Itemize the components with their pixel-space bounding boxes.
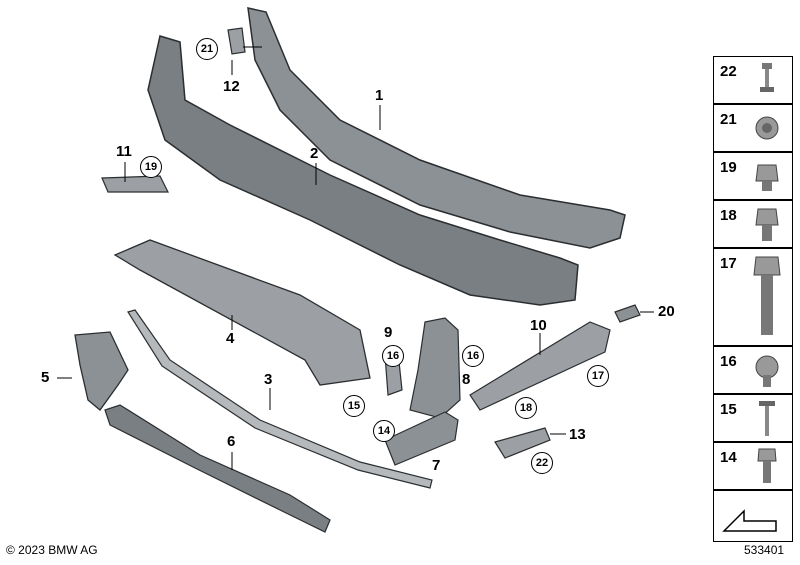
part-4-cross-member [113, 239, 371, 386]
label-7: 7 [432, 457, 441, 474]
part-6-lower-strip [104, 404, 331, 533]
bolt-icon [753, 256, 781, 335]
label-5: 5 [41, 369, 50, 386]
part-10-rail [469, 321, 611, 411]
leader-lines [57, 46, 654, 470]
circle-label-21: 21 [196, 38, 218, 60]
legend-cell-view-arrow [713, 490, 793, 542]
label-8: 8 [462, 371, 471, 388]
part-2-impact-absorber [147, 35, 579, 306]
legend-cell-15: 15 [713, 394, 793, 442]
label-11: 11 [116, 143, 132, 160]
legend-cell-18: 18 [713, 200, 793, 248]
legend-cell-21: 21 [713, 104, 793, 152]
part-8-bracket [409, 317, 461, 419]
part-12-clip [227, 27, 246, 55]
label-9: 9 [384, 324, 393, 341]
label-1: 1 [375, 87, 384, 104]
rivet-icon [759, 401, 775, 436]
bolt-icon [760, 63, 774, 92]
label-10: 10 [530, 317, 547, 334]
bolt-icon [755, 355, 779, 387]
circle-label-14: 14 [373, 420, 395, 442]
legend-cell-22: 22 [713, 56, 793, 104]
bolt-icon [755, 164, 779, 191]
copyright: © 2023 BMW AG [6, 543, 98, 557]
circle-label-18: 18 [515, 397, 537, 419]
label-20: 20 [658, 303, 675, 320]
circle-label-16b: 16 [462, 345, 484, 367]
legend-cell-17: 17 [713, 248, 793, 346]
part-3-trim-strip [127, 309, 433, 489]
part-1-bumper-carrier [247, 7, 626, 249]
fastener-legend: 22 21 19 18 17 16 15 14 [713, 56, 793, 546]
circle-label-19: 19 [140, 156, 162, 178]
label-12: 12 [223, 78, 240, 95]
circle-label-15: 15 [343, 395, 365, 417]
label-6: 6 [227, 433, 236, 450]
label-2: 2 [310, 145, 319, 162]
legend-cell-19: 19 [713, 152, 793, 200]
bolt-icon [755, 208, 779, 241]
circle-label-17: 17 [587, 365, 609, 387]
bolt-icon [755, 116, 779, 140]
bolt-icon [757, 448, 777, 483]
part-5-bracket [74, 331, 129, 411]
part-20-clip [614, 304, 641, 323]
diagram-number: 533401 [744, 543, 785, 557]
circle-label-16a: 16 [382, 345, 404, 367]
part-11-bracket [101, 175, 169, 193]
label-13: 13 [569, 426, 586, 443]
view-arrow-icon [722, 509, 777, 532]
legend-cell-14: 14 [713, 442, 793, 490]
label-4: 4 [226, 330, 235, 347]
part-13-plate [494, 427, 551, 459]
legend-cell-16: 16 [713, 346, 793, 394]
circle-label-22: 22 [531, 452, 553, 474]
label-3: 3 [264, 371, 273, 388]
part-7-bracket [384, 411, 459, 466]
